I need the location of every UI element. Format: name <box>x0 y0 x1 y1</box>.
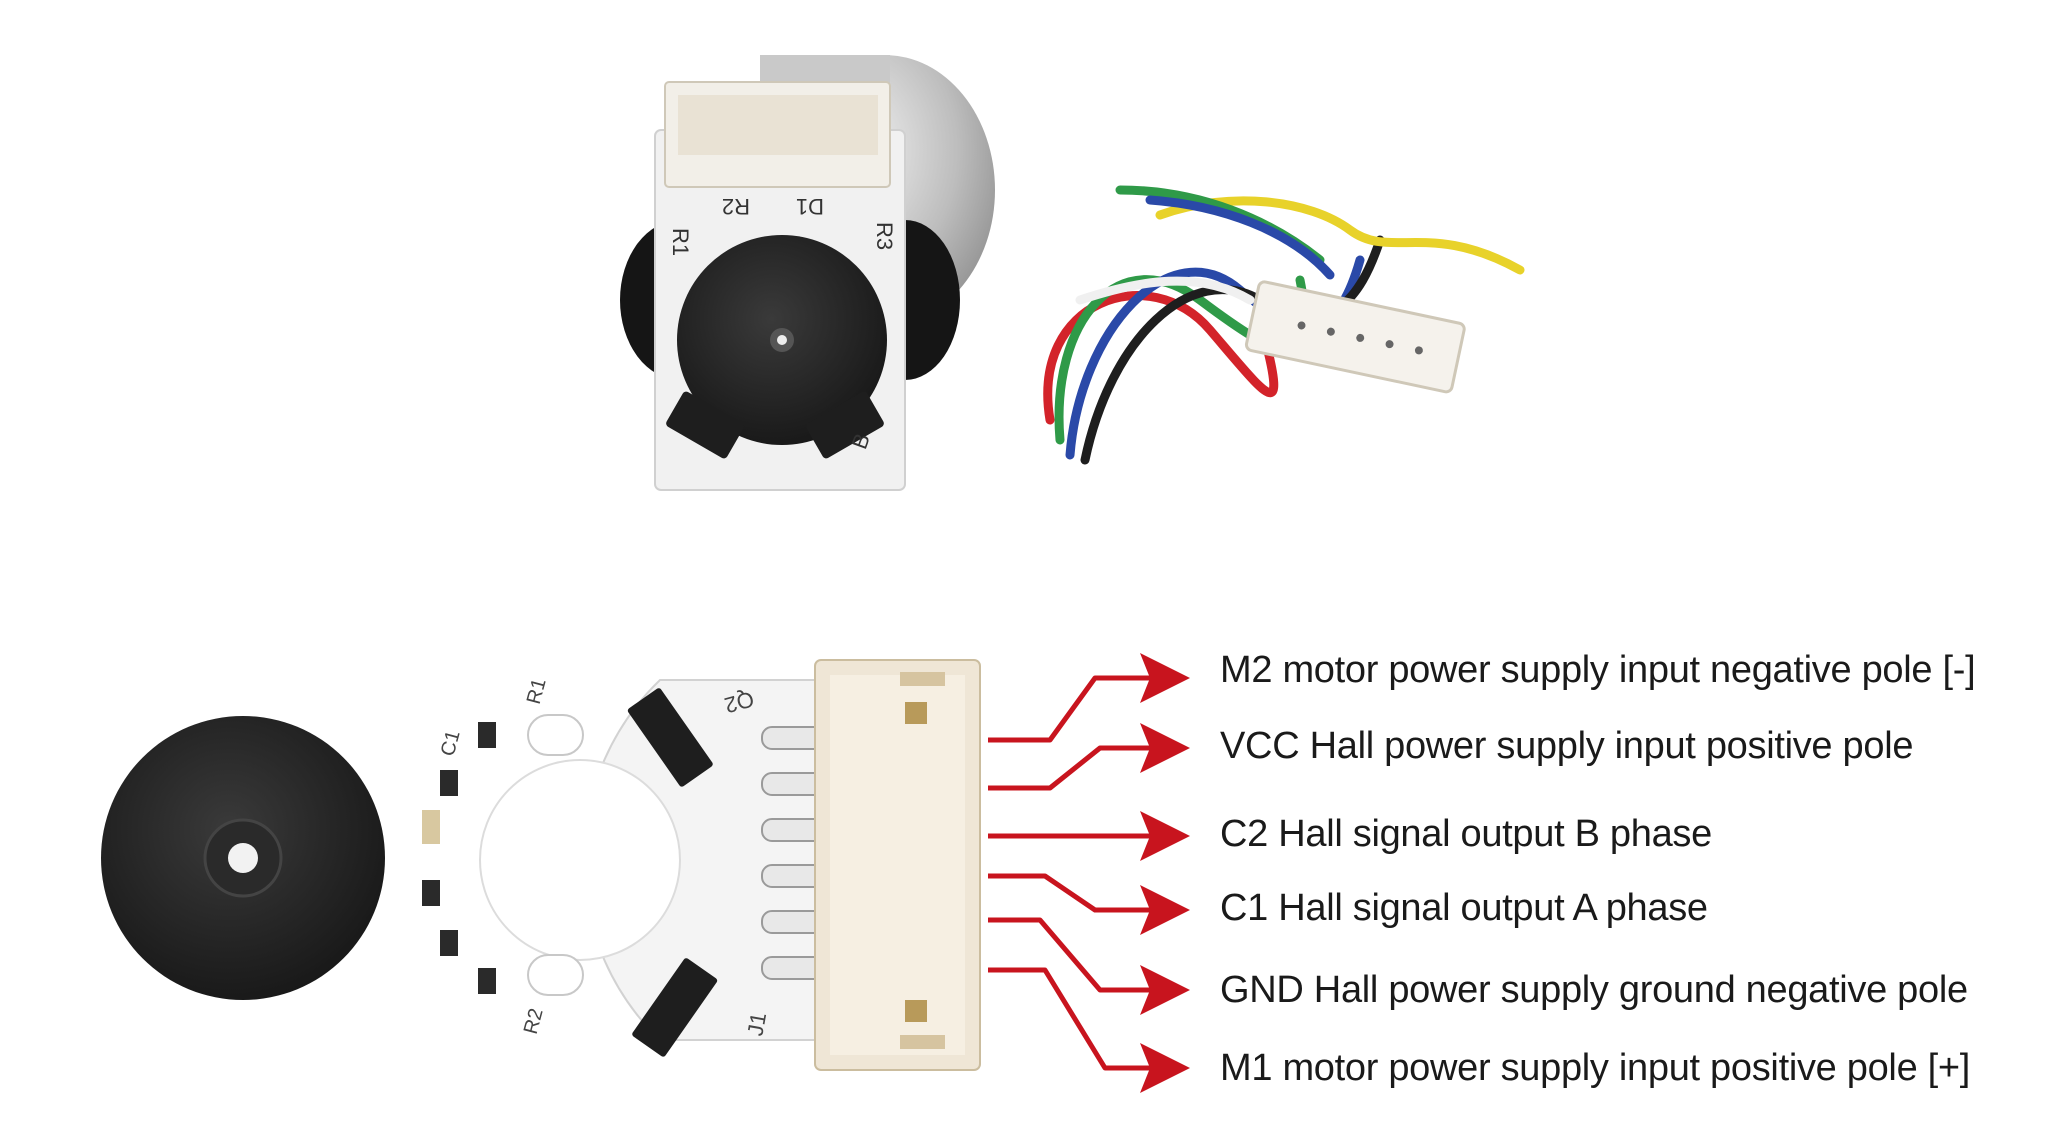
magnetic-disc-icon <box>101 716 385 1000</box>
pin-label-m2: M2 motor power supply input negative pol… <box>1220 649 1976 691</box>
hall-encoder-board-icon: R1 C1 Q2 R2 J1 <box>422 659 981 1071</box>
svg-text:R1: R1 <box>523 676 551 706</box>
svg-text:R1: R1 <box>668 228 693 256</box>
arrow-gnd <box>988 917 1190 1015</box>
svg-text:R3: R3 <box>872 222 897 250</box>
pin-label-c2: C2 Hall signal output B phase <box>1220 813 1712 855</box>
pin-label-m1: M1 motor power supply input positive pol… <box>1220 1047 1971 1089</box>
encoder-motor-photo-icon: R2 D1 R1 R3 B <box>620 55 995 491</box>
arrow-c1 <box>988 873 1190 935</box>
wire-harness-icon <box>1043 185 1525 465</box>
svg-text:R2: R2 <box>722 194 750 219</box>
svg-text:D1: D1 <box>796 194 824 219</box>
arrow-vcc <box>988 723 1190 791</box>
svg-text:R2: R2 <box>520 1006 548 1036</box>
svg-text:C1: C1 <box>437 728 465 758</box>
arrow-m2 <box>988 653 1190 743</box>
arrow-m1 <box>988 967 1190 1093</box>
pin-arrows <box>988 653 1190 1093</box>
pin-label-vcc: VCC Hall power supply input positive pol… <box>1220 725 1914 767</box>
pin-label-c1: C1 Hall signal output A phase <box>1220 887 1708 929</box>
pin-label-gnd: GND Hall power supply ground negative po… <box>1220 969 1968 1011</box>
svg-text:J1: J1 <box>742 1011 771 1038</box>
